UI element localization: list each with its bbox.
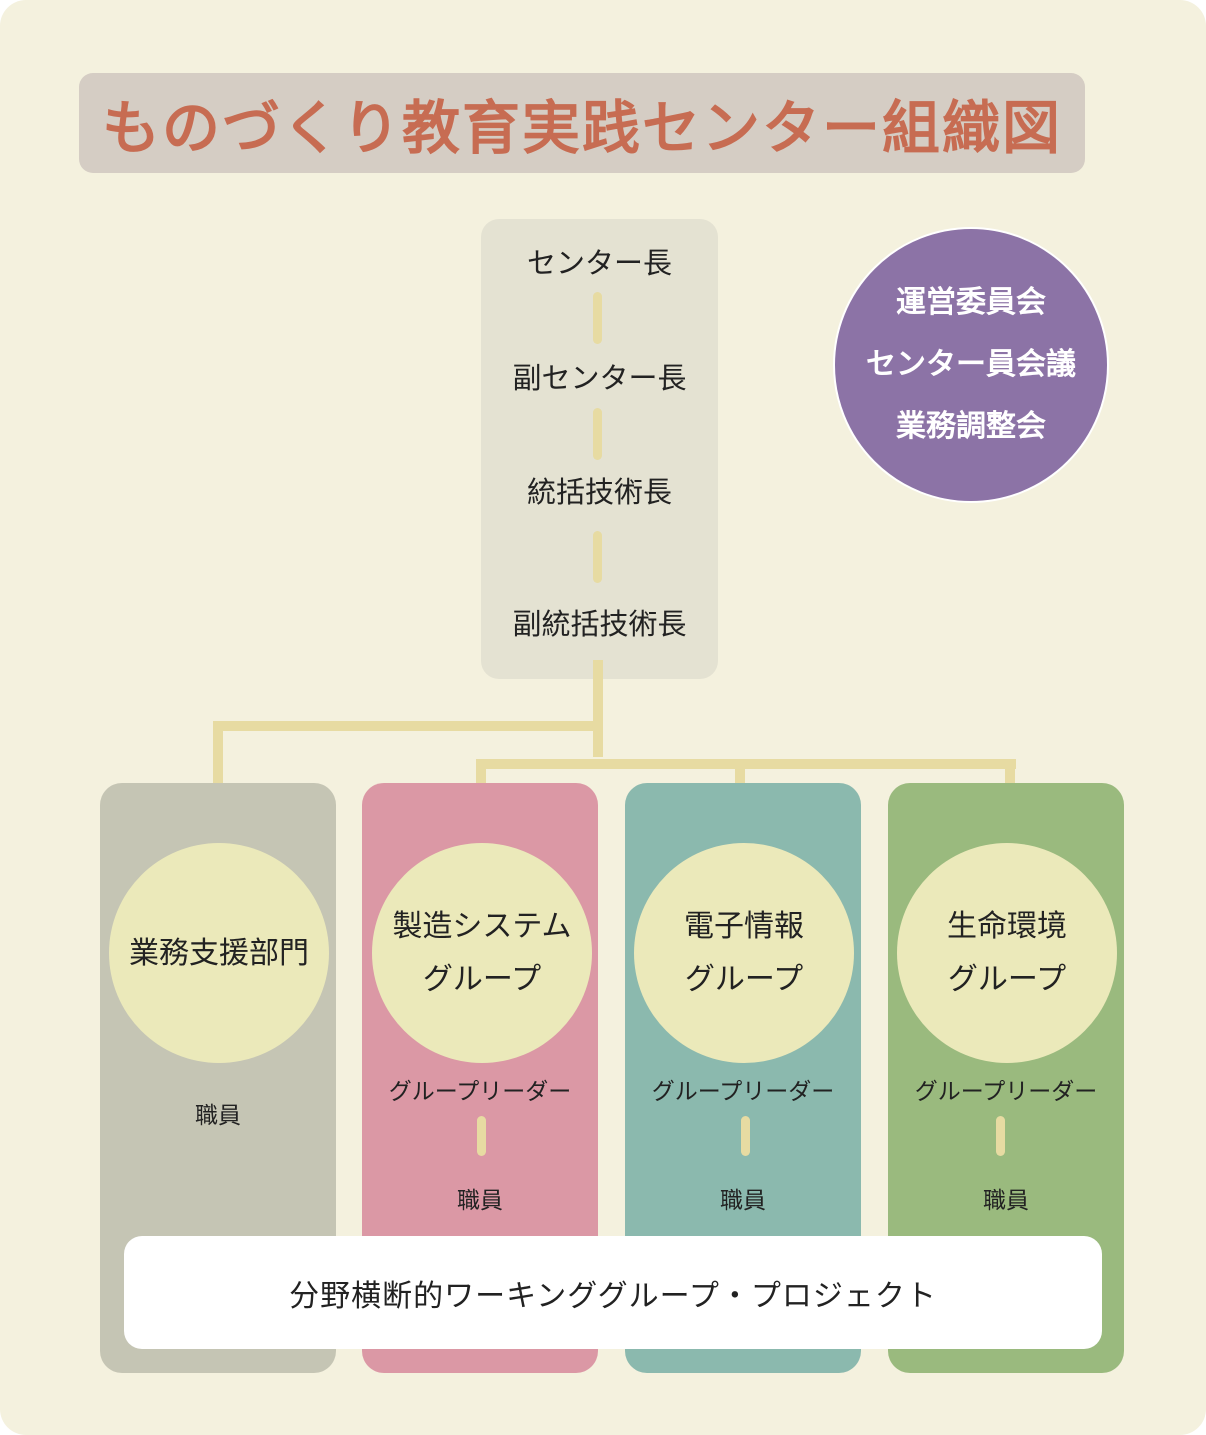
role-group-leader-life-env: グループリーダー — [914, 1079, 1098, 1105]
role-staff-life-env: 職員 — [983, 1188, 1029, 1214]
leader-connector-1 — [593, 292, 602, 344]
leader-connector-2 — [593, 408, 602, 460]
role-group-leader-electronics: グループリーダー — [651, 1079, 835, 1105]
role-group-leader-manufacturing: グループリーダー — [388, 1079, 572, 1105]
leader-deputy-chief-technician: 副統括技術長 — [512, 607, 687, 641]
leader-chief-technician: 統括技術長 — [526, 475, 672, 509]
role-staff-electronics: 職員 — [720, 1188, 766, 1214]
leader-connector-3 — [593, 531, 602, 583]
group-circle-manufacturing-system: 製造システム グループ — [372, 843, 592, 1063]
dept-name-business-support: 業務支援部門 — [129, 935, 309, 971]
group-name-line-2: グループ — [684, 962, 804, 997]
title-bar: ものづくり教育実践センター組織図 — [79, 73, 1085, 173]
connector-left-branch — [213, 721, 603, 731]
connector-drop-support — [213, 721, 223, 805]
committee-coordination: 業務調整会 — [896, 409, 1046, 444]
group-name-line-2: グループ — [422, 962, 542, 997]
leader-center-director: センター長 — [526, 246, 672, 280]
group-name-line-1: 電子情報 — [684, 909, 804, 944]
group-circle-electronics-information: 電子情報 グループ — [634, 843, 854, 1063]
role-staff-business-support: 職員 — [195, 1103, 241, 1129]
cross-functional-box: 分野横断的ワーキンググループ・プロジェクト — [124, 1236, 1102, 1349]
connector-right-branch — [476, 759, 1016, 769]
dept-circle-business-support: 業務支援部門 — [109, 843, 329, 1063]
committee-steering: 運営委員会 — [896, 285, 1046, 320]
group-name-line-1: 生命環境 — [947, 909, 1067, 944]
connector-trunk — [593, 660, 603, 757]
leader-deputy-director: 副センター長 — [512, 361, 687, 395]
committee-center-members: センター員会議 — [866, 347, 1076, 382]
group-name-line-2: グループ — [947, 962, 1067, 997]
role-connector-electronics — [741, 1116, 750, 1156]
group-name-line-1: 製造システム — [392, 909, 572, 944]
committee-circle: 運営委員会 センター員会議 業務調整会 — [833, 227, 1109, 503]
connector-drop-electronics — [735, 759, 745, 805]
role-staff-manufacturing: 職員 — [457, 1188, 503, 1214]
diagram-title: ものづくり教育実践センター組織図 — [101, 94, 1062, 162]
role-connector-life-env — [996, 1116, 1005, 1156]
connector-drop-manufacturing — [476, 759, 486, 805]
connector-drop-life-env — [1005, 759, 1015, 805]
role-connector-manufacturing — [477, 1116, 486, 1156]
group-circle-life-environment: 生命環境 グループ — [897, 843, 1117, 1063]
cross-functional-label: 分野横断的ワーキンググループ・プロジェクト — [289, 1278, 937, 1314]
